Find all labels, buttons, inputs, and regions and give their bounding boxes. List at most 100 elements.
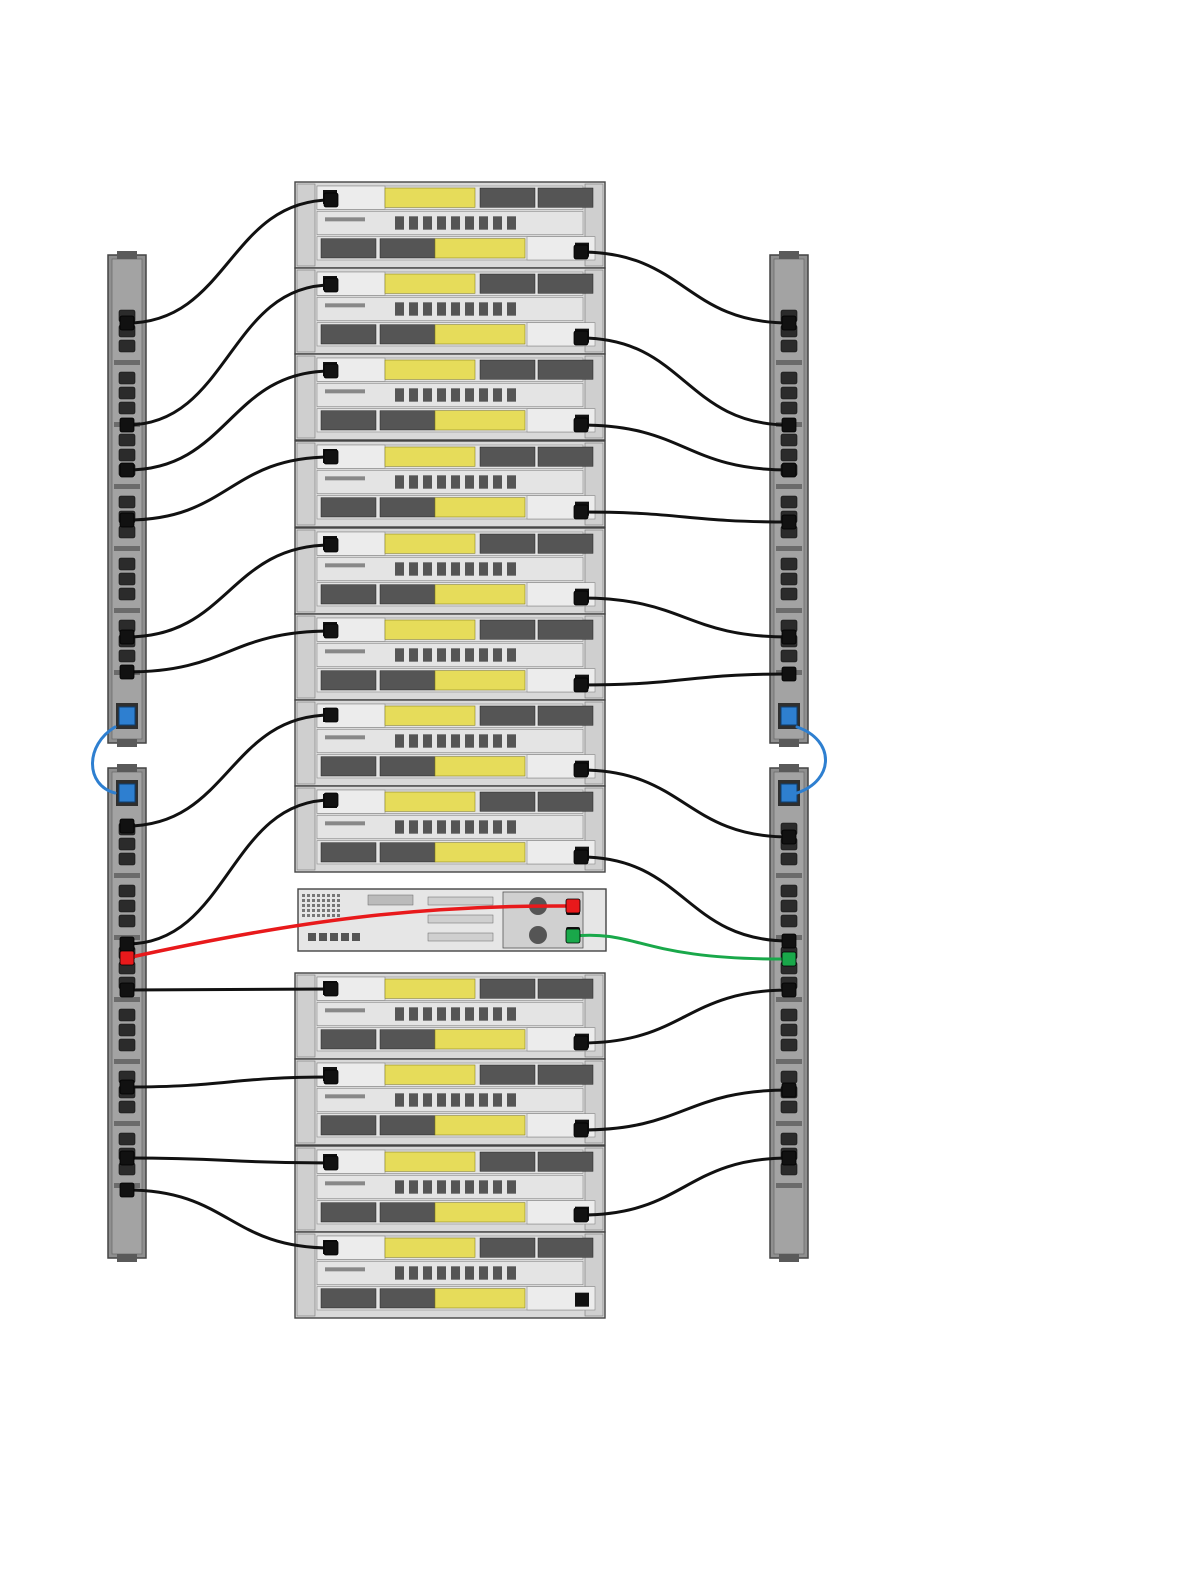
outlet-icon [781,900,797,912]
pdu-plug [120,463,134,477]
shelf-plug [574,245,588,259]
shelf-plug [324,624,338,638]
pdu-plug [120,418,134,432]
outlet-icon [119,1133,135,1145]
outlet-icon [119,449,135,461]
pdu-plug [782,316,796,330]
outlet-icon [781,372,797,384]
outlet-icon [781,340,797,352]
outlet-icon [781,496,797,508]
disk-shelf [295,268,605,354]
shelf-plug [324,364,338,378]
outlet-icon [781,387,797,399]
outlet-icon [781,558,797,570]
disk-shelf [295,1146,605,1232]
outlet-icon [119,526,135,538]
pdu-plug [782,418,796,432]
power-cable [127,989,331,990]
power-cable [581,1158,789,1215]
outlet-icon [781,915,797,927]
shelf-plug [574,850,588,864]
pdu-plug [782,983,796,997]
shelf-plug [324,1241,338,1255]
outlet-icon [119,650,135,662]
shelf-plug [574,678,588,692]
shelf-plug [324,982,338,996]
outlet-icon [119,340,135,352]
outlet-icon [119,573,135,585]
power-cable [581,338,789,425]
pdu-plug [120,1151,134,1165]
pdu-plug [120,937,134,951]
shelf-plug [324,708,338,722]
outlet-icon [119,1009,135,1021]
disk-shelf [295,973,605,1059]
pdu-plug [120,316,134,330]
power-cable [581,425,789,470]
outlet-icon [119,558,135,570]
outlet-icon [119,387,135,399]
shelf-plug [574,591,588,605]
pdu-plug [782,1151,796,1165]
power-cable [581,770,789,837]
outlet-icon [781,885,797,897]
green-pdu-plug [782,952,796,966]
outlet-icon [781,434,797,446]
outlet-icon [781,402,797,414]
pdu-plug [782,830,796,844]
shelf-plug [324,450,338,464]
disk-shelf [295,1232,605,1318]
green-controller-plug [566,929,580,943]
outlet-icon [781,573,797,585]
outlet-icon [119,915,135,927]
red-pdu-plug [120,951,134,965]
outlet-icon [781,588,797,600]
shelf-plug [574,505,588,519]
disk-shelf [295,182,605,268]
power-cable [581,857,789,941]
shelf-plug [574,418,588,432]
shelf-plug [324,1070,338,1084]
pdu-plug [782,515,796,529]
outlet-icon [119,1024,135,1036]
pdu-plug [120,1080,134,1094]
outlet-icon [781,1024,797,1036]
outlet-icon [781,1101,797,1113]
shelf-plug [574,1123,588,1137]
disk-shelf [295,1059,605,1145]
power-inlet-b [575,1293,589,1307]
shelf-plug [324,793,338,807]
outlet-icon [119,496,135,508]
shelf-plug [324,278,338,292]
disk-shelf [295,700,605,786]
pdu-plug [120,819,134,833]
pdu-plug [782,934,796,948]
outlet-icon [119,1101,135,1113]
outlet-icon [781,1071,797,1083]
pdu-plug [120,665,134,679]
outlet-icon [781,1039,797,1051]
shelf-plug [574,1208,588,1222]
power-cable [581,512,789,522]
pdu-plug [782,1083,796,1097]
outlet-icon [119,1039,135,1051]
pdu-plug [782,630,796,644]
pdu-plug [120,983,134,997]
disk-shelf [295,354,605,440]
power-cable [581,990,789,1043]
power-cable [581,674,789,685]
shelf-stack [295,182,605,1318]
shelf-plug [574,331,588,345]
shelf-plug [574,1036,588,1050]
power-cable [581,598,789,637]
outlet-icon [119,588,135,600]
pdu-plug [120,513,134,527]
shelf-plug [324,193,338,207]
outlet-icon [119,853,135,865]
shelf-plug [324,1156,338,1170]
outlet-icon [781,650,797,662]
disk-shelf [295,528,605,614]
outlet-icon [119,372,135,384]
disk-shelf [295,786,605,872]
